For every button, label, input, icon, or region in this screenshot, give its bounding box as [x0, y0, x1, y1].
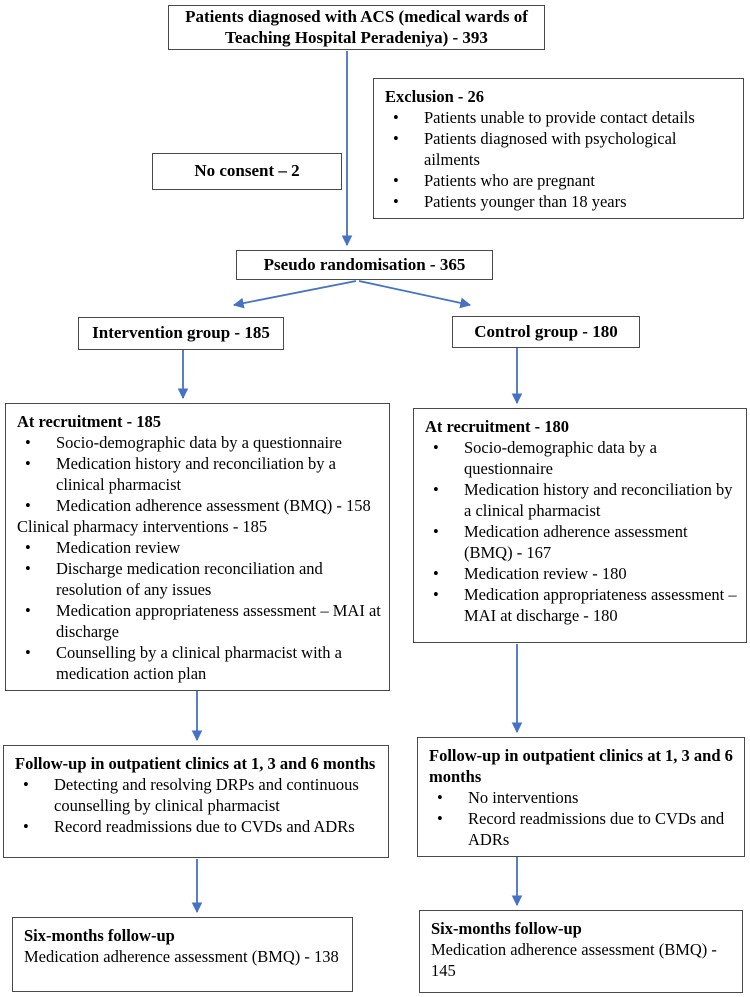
bullet-item: Medication review [25, 537, 381, 558]
bullet-item: Discharge medication reconciliation and … [25, 558, 381, 600]
arrow-pseudo-to-intervention [232, 280, 357, 309]
intervention-recruitment-box: At recruitment - 185 Socio-demographic d… [5, 403, 390, 691]
no-consent-box: No consent – 2 [152, 153, 342, 190]
bullet-item: Patients who are pregnant [393, 170, 735, 191]
bullet-item: Patients unable to provide contact detai… [393, 107, 735, 128]
bullet-item: Medication appropriateness assessment – … [25, 600, 381, 642]
exclusion-title: Exclusion - 26 [385, 87, 485, 106]
pseudo-randomisation-text: Pseudo randomisation - 365 [263, 254, 466, 274]
intervention-assessment-bullet-list: Socio-demographic data by a questionnair… [17, 432, 381, 516]
arrow-pseudo-to-control [358, 280, 472, 309]
control-group-box: Control group - 180 [452, 316, 640, 348]
intervention-subheading: Clinical pharmacy interventions - 185 [17, 517, 268, 536]
bullet-item: Socio-demographic data by a questionnair… [433, 437, 738, 479]
control-recruitment-title: At recruitment - 180 [425, 417, 570, 436]
control-sixmonths-body: Medication adherence assessment (BMQ) - … [431, 940, 717, 980]
control-followup-box: Follow-up in outpatient clinics at 1, 3 … [417, 737, 745, 857]
control-followup-title: Follow-up in outpatient clinics at 1, 3 … [429, 746, 733, 786]
bullet-item: Counselling by a clinical pharmacist wit… [25, 642, 381, 684]
intervention-followup-title: Follow-up in outpatient clinics at 1, 3 … [15, 754, 376, 773]
enrollment-box-text: Patients diagnosed with ACS (medical war… [185, 6, 528, 47]
intervention-followup-box: Follow-up in outpatient clinics at 1, 3 … [3, 745, 389, 858]
enrollment-box: Patients diagnosed with ACS (medical war… [168, 5, 545, 50]
bullet-item: Medication adherence assessment (BMQ) - … [433, 521, 738, 563]
bullet-item: Medication adherence assessment (BMQ) - … [25, 495, 381, 516]
bullet-item: Record readmissions due to CVDs and ADRs [437, 808, 736, 850]
exclusion-box: Exclusion - 26 Patients unable to provid… [373, 78, 744, 219]
no-consent-text: No consent – 2 [194, 161, 300, 181]
control-sixmonths-box: Six-months follow-up Medication adherenc… [419, 910, 743, 993]
bullet-item: Socio-demographic data by a questionnair… [25, 432, 381, 453]
bullet-item: Record readmissions due to CVDs and ADRs [23, 816, 380, 837]
intervention-recruitment-title: At recruitment - 185 [17, 412, 162, 431]
control-followup-bullet-list: No interventionsRecord readmissions due … [429, 787, 736, 850]
control-recruitment-bullet-list: Socio-demographic data by a questionnair… [425, 437, 738, 626]
bullet-item: Detecting and resolving DRPs and continu… [23, 774, 380, 816]
intervention-group-text: Intervention group - 185 [92, 323, 270, 343]
pseudo-randomisation-box: Pseudo randomisation - 365 [236, 250, 493, 280]
control-recruitment-box: At recruitment - 180 Socio-demographic d… [413, 408, 747, 643]
exclusion-bullet-list: Patients unable to provide contact detai… [385, 107, 735, 212]
bullet-item: Patients younger than 18 years [393, 191, 735, 212]
intervention-group-box: Intervention group - 185 [78, 317, 284, 350]
intervention-sixmonths-title: Six-months follow-up [24, 926, 175, 945]
bullet-item: Patients diagnosed with psychological ai… [393, 128, 735, 170]
intervention-sixmonths-box: Six-months follow-up Medication adherenc… [12, 917, 353, 992]
bullet-item: Medication history and reconciliation by… [433, 479, 738, 521]
control-sixmonths-title: Six-months follow-up [431, 919, 582, 938]
bullet-item: Medication review - 180 [433, 563, 738, 584]
intervention-followup-bullet-list: Detecting and resolving DRPs and continu… [15, 774, 380, 837]
control-group-text: Control group - 180 [474, 321, 618, 341]
bullet-item: No interventions [437, 787, 736, 808]
intervention-sixmonths-body: Medication adherence assessment (BMQ) - … [24, 947, 339, 966]
bullet-item: Medication appropriateness assessment – … [433, 584, 738, 626]
intervention-interventions-bullet-list: Medication reviewDischarge medication re… [17, 537, 381, 684]
bullet-item: Medication history and reconciliation by… [25, 453, 381, 495]
